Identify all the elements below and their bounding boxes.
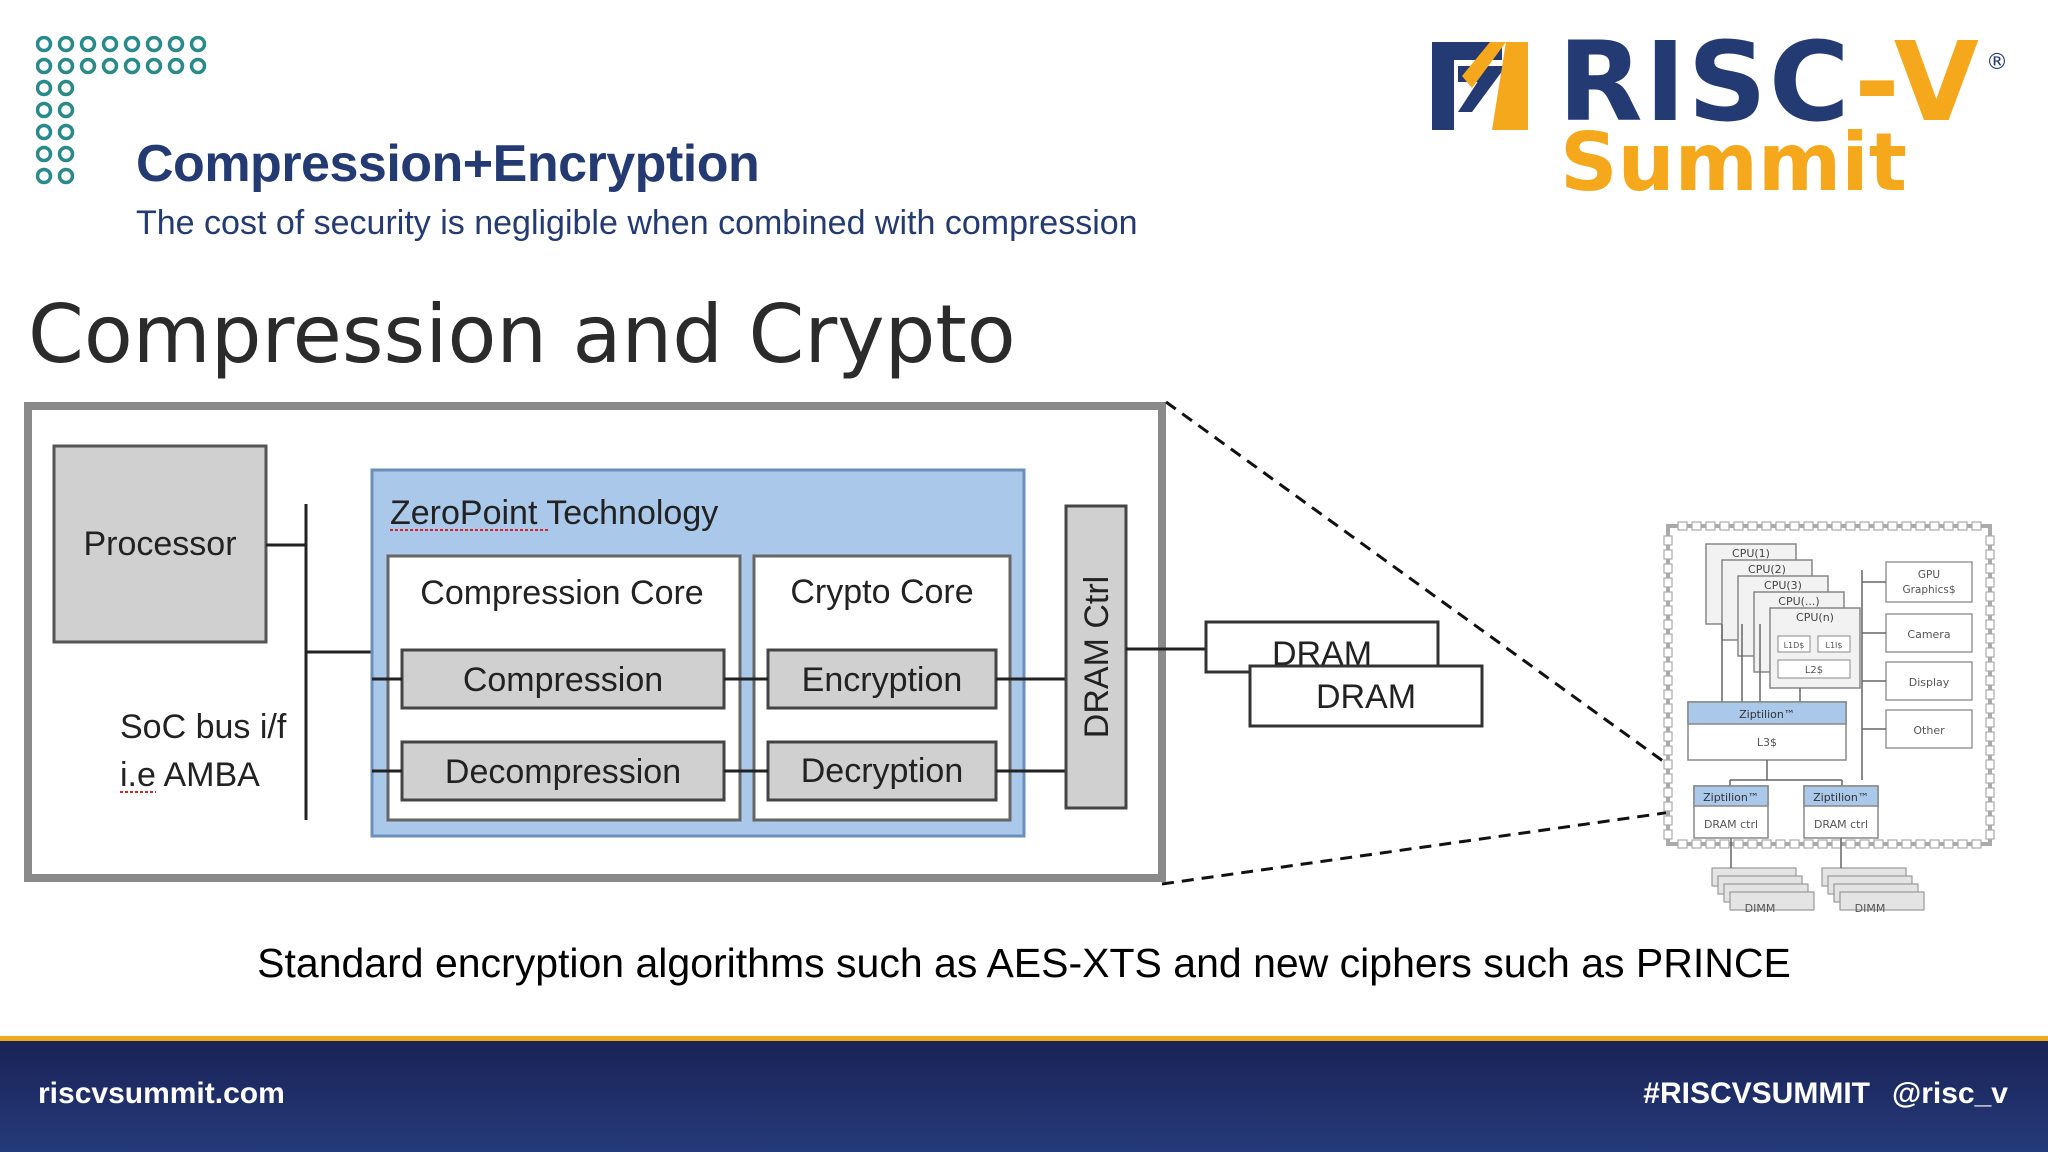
dot <box>167 57 185 75</box>
bus-label-line2: i.e AMBA <box>120 756 260 794</box>
logo-risc-text: RISC-V <box>1558 18 1981 146</box>
dot <box>57 145 75 163</box>
slide-subtitle: The cost of security is negligible when … <box>136 204 1138 242</box>
cpu-label: CPU(3) <box>1764 579 1802 592</box>
dot <box>57 57 75 75</box>
dot <box>123 57 141 75</box>
ziptilion-main-label: Ziptilion™ <box>1739 708 1795 721</box>
dot <box>36 57 53 75</box>
logo-summit-text: Summit <box>1560 116 1907 209</box>
processor-label: Processor <box>83 525 236 563</box>
svg-text:GPU: GPU <box>1918 569 1940 581</box>
ziptilion-left-label: Ziptilion™ <box>1703 791 1759 804</box>
soc-thumbnail: CPU(1) CPU(2) CPU(3) CPU(...) CPU(n) L1D$ L1I$… <box>1663 521 1995 915</box>
dot <box>57 123 75 141</box>
dot <box>79 57 97 75</box>
ziptilion-right-label: Ziptilion™ <box>1813 791 1869 804</box>
dot <box>57 167 75 185</box>
dot <box>79 36 97 53</box>
dot <box>145 57 163 75</box>
footer-social: #RISCVSUMMIT @risc_v <box>1643 1077 2008 1111</box>
footer-hashtag: #RISCVSUMMIT <box>1643 1077 1870 1110</box>
footer-website: riscvsummit.com <box>38 1077 285 1110</box>
dram-ctrl-right-label: DRAM ctrl <box>1814 818 1868 831</box>
svg-text:Graphics$: Graphics$ <box>1902 584 1955 596</box>
l1-right-label: L1I$ <box>1826 641 1843 650</box>
dot-grid-decoration <box>36 36 207 185</box>
dram-block-front <box>1248 664 1484 728</box>
dot <box>101 57 119 75</box>
dot <box>57 101 75 119</box>
registered-mark: ® <box>1986 50 2008 75</box>
dot <box>36 36 53 53</box>
dram-ctrl-label: DRAM Ctrl <box>1078 576 1116 738</box>
dram-ctrl-left-label: DRAM ctrl <box>1704 818 1758 831</box>
compression-crypto-diagram: Processor SoC bus i/f i.e AMBA ZeroPoint… <box>24 400 1995 915</box>
decompression-block <box>400 740 726 802</box>
dimm-left-label: DIMM <box>1745 902 1776 915</box>
cpu-label: CPU(2) <box>1748 563 1786 576</box>
diagram-heading: Compression and Crypto <box>28 288 1016 381</box>
cpu-label: CPU(n) <box>1796 611 1834 624</box>
side-other-label: Other <box>1913 724 1945 737</box>
dot <box>145 36 163 53</box>
dot <box>36 145 53 163</box>
cpu-label: CPU(1) <box>1732 547 1770 560</box>
dot <box>167 36 185 53</box>
dot <box>123 36 141 53</box>
cpu-label: CPU(...) <box>1778 595 1819 608</box>
dot <box>36 101 53 119</box>
zoom-line-bottom <box>1161 806 1701 886</box>
decryption-label: Decryption <box>801 752 964 790</box>
compression-block <box>400 648 726 710</box>
compression-core-label: Compression Core <box>420 574 703 612</box>
decompression-label: Decompression <box>445 753 681 791</box>
slide-caption: Standard encryption algorithms such as A… <box>257 940 1791 986</box>
dot <box>36 123 53 141</box>
footer-bar <box>0 1036 2048 1152</box>
dot <box>57 36 75 53</box>
footer-handle: @risc_v <box>1891 1077 2008 1110</box>
side-display-label: Display <box>1909 676 1950 689</box>
risc-v-logo-mark <box>1432 42 1528 130</box>
dram-front-label: DRAM <box>1316 678 1416 716</box>
dimm-module <box>1839 891 1925 911</box>
dimm-right-label: DIMM <box>1855 902 1886 915</box>
zeropoint-label: ZeroPoint Technology <box>390 494 718 532</box>
dimm-module <box>1729 891 1815 911</box>
processor-block <box>52 444 268 644</box>
encryption-block <box>766 648 998 710</box>
dot <box>101 36 119 53</box>
side-camera-label: Camera <box>1907 628 1950 641</box>
bus-label-line1: SoC bus i/f <box>120 708 287 746</box>
l2-label: L2$ <box>1805 665 1823 676</box>
encryption-label: Encryption <box>802 661 963 699</box>
crypto-core-label: Crypto Core <box>790 573 973 611</box>
l3-label: L3$ <box>1757 736 1777 749</box>
slide-title: Compression+Encryption <box>136 135 760 193</box>
dot <box>36 167 53 185</box>
dram-ctrl-block <box>1064 504 1128 810</box>
compression-label: Compression <box>463 661 663 699</box>
dot <box>189 57 207 75</box>
dot <box>36 79 53 97</box>
l1-left-label: L1D$ <box>1784 641 1805 650</box>
dot <box>189 36 207 53</box>
dram-block-back <box>1204 620 1440 674</box>
dot <box>57 79 75 97</box>
zoom-line-top <box>1165 400 1693 784</box>
